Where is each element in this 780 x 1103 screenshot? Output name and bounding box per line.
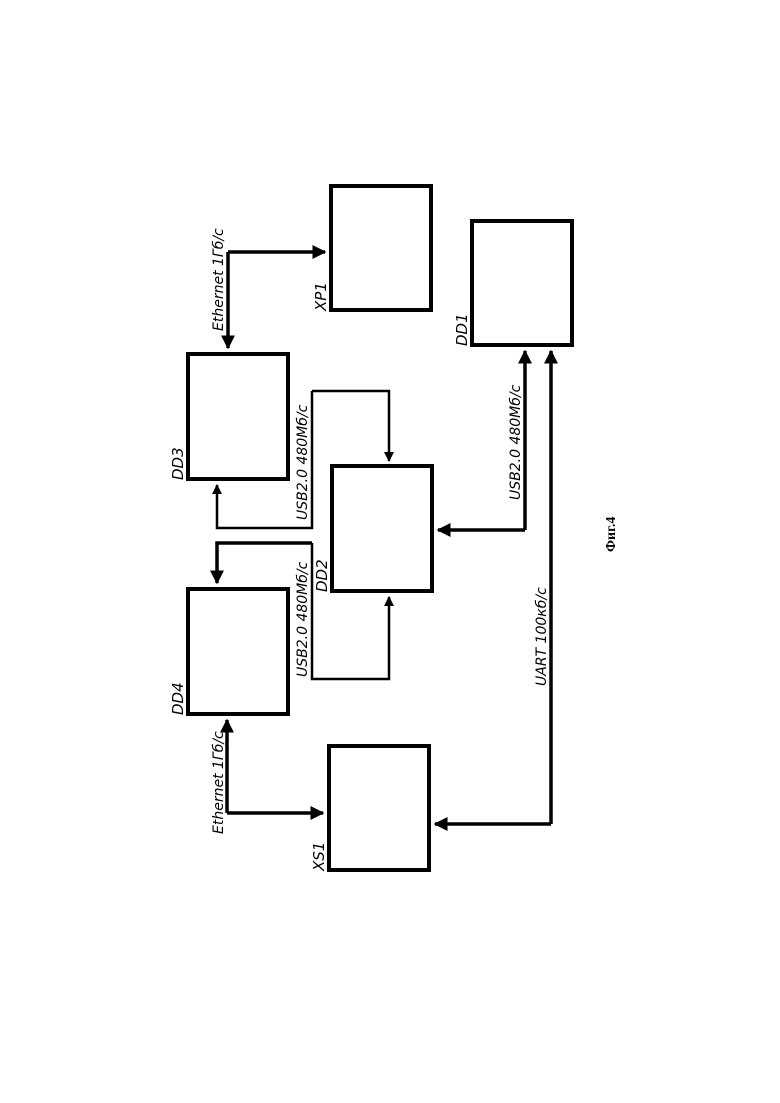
block-dd1 [472, 221, 572, 345]
block-dd3 [188, 354, 288, 479]
block-xs1 [329, 746, 429, 870]
link-usb-dd3-a [312, 391, 389, 461]
label-dd1: DD1 [453, 313, 471, 346]
label-usb-dd4: USB2.0 480Мб/с [295, 561, 311, 677]
block-dd4 [188, 589, 288, 714]
label-usb-dd3: USB2.0 480Мб/с [295, 404, 311, 520]
label-dd4: DD4 [169, 682, 187, 715]
label-dd3: DD3 [169, 447, 187, 480]
label-uart: UART 100кб/с [534, 587, 550, 686]
block-dd2 [332, 466, 432, 591]
figure-caption: Фиг.4 [604, 517, 619, 552]
label-dd2: DD2 [313, 559, 331, 592]
label-ethernet-top: Ethernet 1Гб/с [211, 228, 227, 331]
label-xs1: XS1 [310, 842, 328, 872]
label-xp1: XP1 [312, 282, 330, 312]
label-usb-dd1: USB2.0 480Мб/с [508, 384, 524, 500]
block-xp1 [331, 186, 431, 310]
label-ethernet-bottom: Ethernet 1Гб/с [211, 731, 227, 834]
